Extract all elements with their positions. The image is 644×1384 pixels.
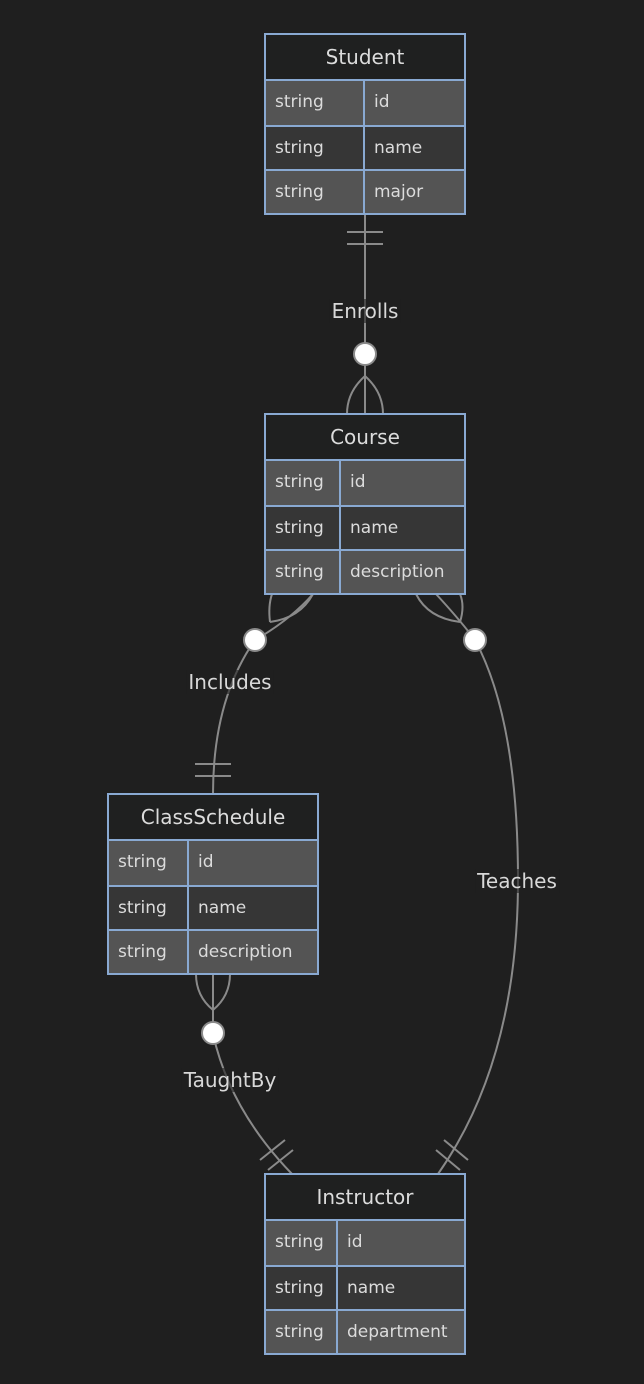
attribute-row: string name [266, 125, 464, 169]
crows-foot-marker [268, 593, 314, 623]
relationship-label-teaches: Teaches [475, 869, 559, 893]
entity-course[interactable]: Course string id string name string desc… [264, 413, 466, 595]
attribute-type: string [266, 81, 365, 125]
exactly-one-marker [435, 1149, 461, 1171]
zero-marker [463, 628, 487, 652]
attribute-name: description [350, 562, 445, 582]
attribute-row: string name [266, 505, 464, 549]
attribute-name: id [374, 92, 390, 112]
attribute-row: string major [266, 169, 464, 213]
attribute-name: name [347, 1278, 396, 1298]
attribute-type: string [266, 1267, 338, 1309]
attribute-name: id [198, 852, 214, 872]
attribute-type: string [109, 931, 189, 973]
attribute-row: string department [266, 1309, 464, 1353]
relationship-label-taughtby: TaughtBy [181, 1068, 279, 1092]
attribute-row: string description [266, 549, 464, 593]
attribute-type: string [109, 841, 189, 885]
attribute-row: string description [109, 929, 317, 973]
attribute-name: name [374, 138, 423, 158]
attribute-row: string id [109, 841, 317, 885]
attribute-name: id [347, 1232, 363, 1252]
entity-student[interactable]: Student string id string name string maj… [264, 33, 466, 215]
attribute-name: major [374, 182, 424, 202]
relationship-label-includes: Includes [186, 670, 274, 694]
exactly-one-marker [259, 1139, 286, 1161]
attribute-type: string [266, 551, 341, 593]
attribute-name: name [350, 518, 399, 538]
crows-foot-marker [346, 375, 384, 415]
attribute-name: name [198, 898, 247, 918]
zero-marker [243, 628, 267, 652]
entity-title: Course [266, 415, 464, 461]
zero-marker [201, 1021, 225, 1045]
crows-foot-marker [415, 593, 464, 623]
attribute-row: string name [266, 1265, 464, 1309]
entity-instructor[interactable]: Instructor string id string name string … [264, 1173, 466, 1355]
zero-marker [353, 342, 377, 366]
attribute-name: id [350, 472, 366, 492]
attribute-name: description [198, 942, 293, 962]
entity-classschedule[interactable]: ClassSchedule string id string name stri… [107, 793, 319, 975]
entity-title: ClassSchedule [109, 795, 317, 841]
attribute-type: string [266, 507, 341, 549]
attribute-row: string name [109, 885, 317, 929]
exactly-one-marker [443, 1139, 469, 1161]
attribute-type: string [109, 887, 189, 929]
attribute-type: string [266, 1311, 338, 1353]
entity-title: Instructor [266, 1175, 464, 1221]
attribute-name: department [347, 1322, 448, 1342]
attribute-type: string [266, 171, 365, 213]
crows-foot-marker [195, 973, 231, 1011]
attribute-row: string id [266, 1221, 464, 1265]
attribute-type: string [266, 127, 365, 169]
attribute-row: string id [266, 461, 464, 505]
attribute-type: string [266, 461, 341, 505]
entity-title: Student [266, 35, 464, 81]
attribute-row: string id [266, 81, 464, 125]
exactly-one-marker [267, 1149, 294, 1171]
attribute-type: string [266, 1221, 338, 1265]
relationship-label-enrolls: Enrolls [329, 299, 401, 323]
